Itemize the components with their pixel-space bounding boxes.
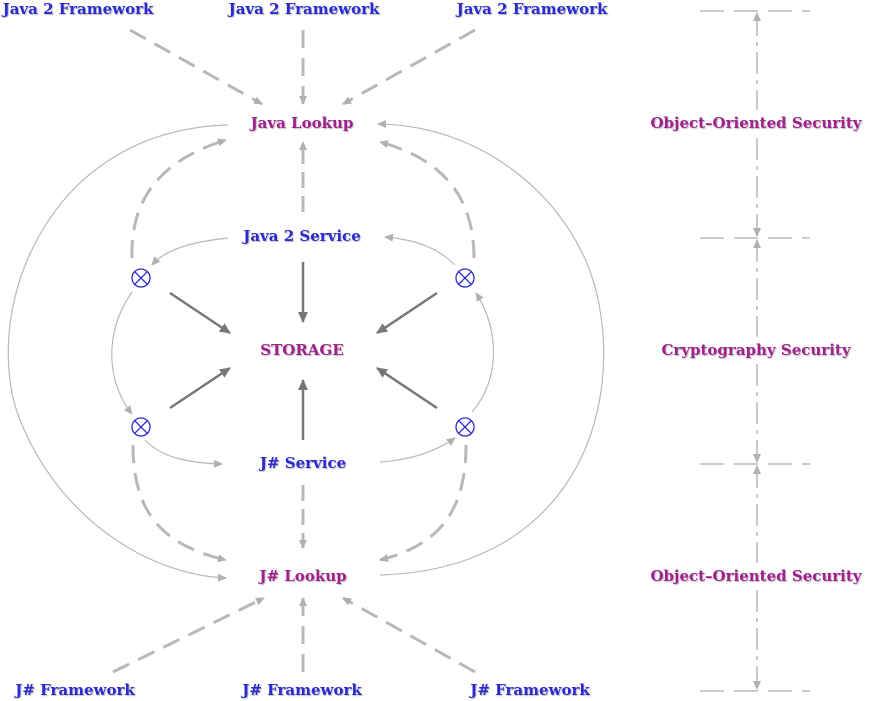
java-lookup-label: Java Lookup [249,114,354,132]
outer-arcs [7,120,605,582]
junction-lookup-arrows [130,138,476,563]
security-layer-label: Object–Oriented Security [650,567,862,585]
security-scale [700,10,810,692]
side-arcs [111,291,495,415]
jsharp-service-label: J# Service [258,454,346,472]
circled-times-icon [131,268,151,288]
java-service-label: Java 2 Service [241,227,361,245]
java-framework-arrows [129,28,476,106]
service-arcs [144,233,456,468]
jsharp-lookup-label: J# Lookup [257,567,346,585]
jsharp-framework-label: J# Framework [240,681,362,699]
storage-label: STORAGE [260,341,343,359]
security-layer-label: Cryptography Security [661,341,851,359]
jsharp-framework-label: J# Framework [13,681,135,699]
junctions [131,268,475,437]
circled-times-icon [455,268,475,288]
java-framework-label: Java 2 Framework [227,0,380,18]
circled-times-icon [131,417,151,437]
security-layer-label: Object–Oriented Security [650,114,862,132]
java-framework-label: Java 2 Framework [455,0,608,18]
circled-times-icon [455,417,475,437]
jsharp-framework-arrows [112,596,476,674]
storage-arrows [169,262,438,440]
java-framework-label: Java 2 Framework [1,0,154,18]
jsharp-framework-label: J# Framework [468,681,590,699]
